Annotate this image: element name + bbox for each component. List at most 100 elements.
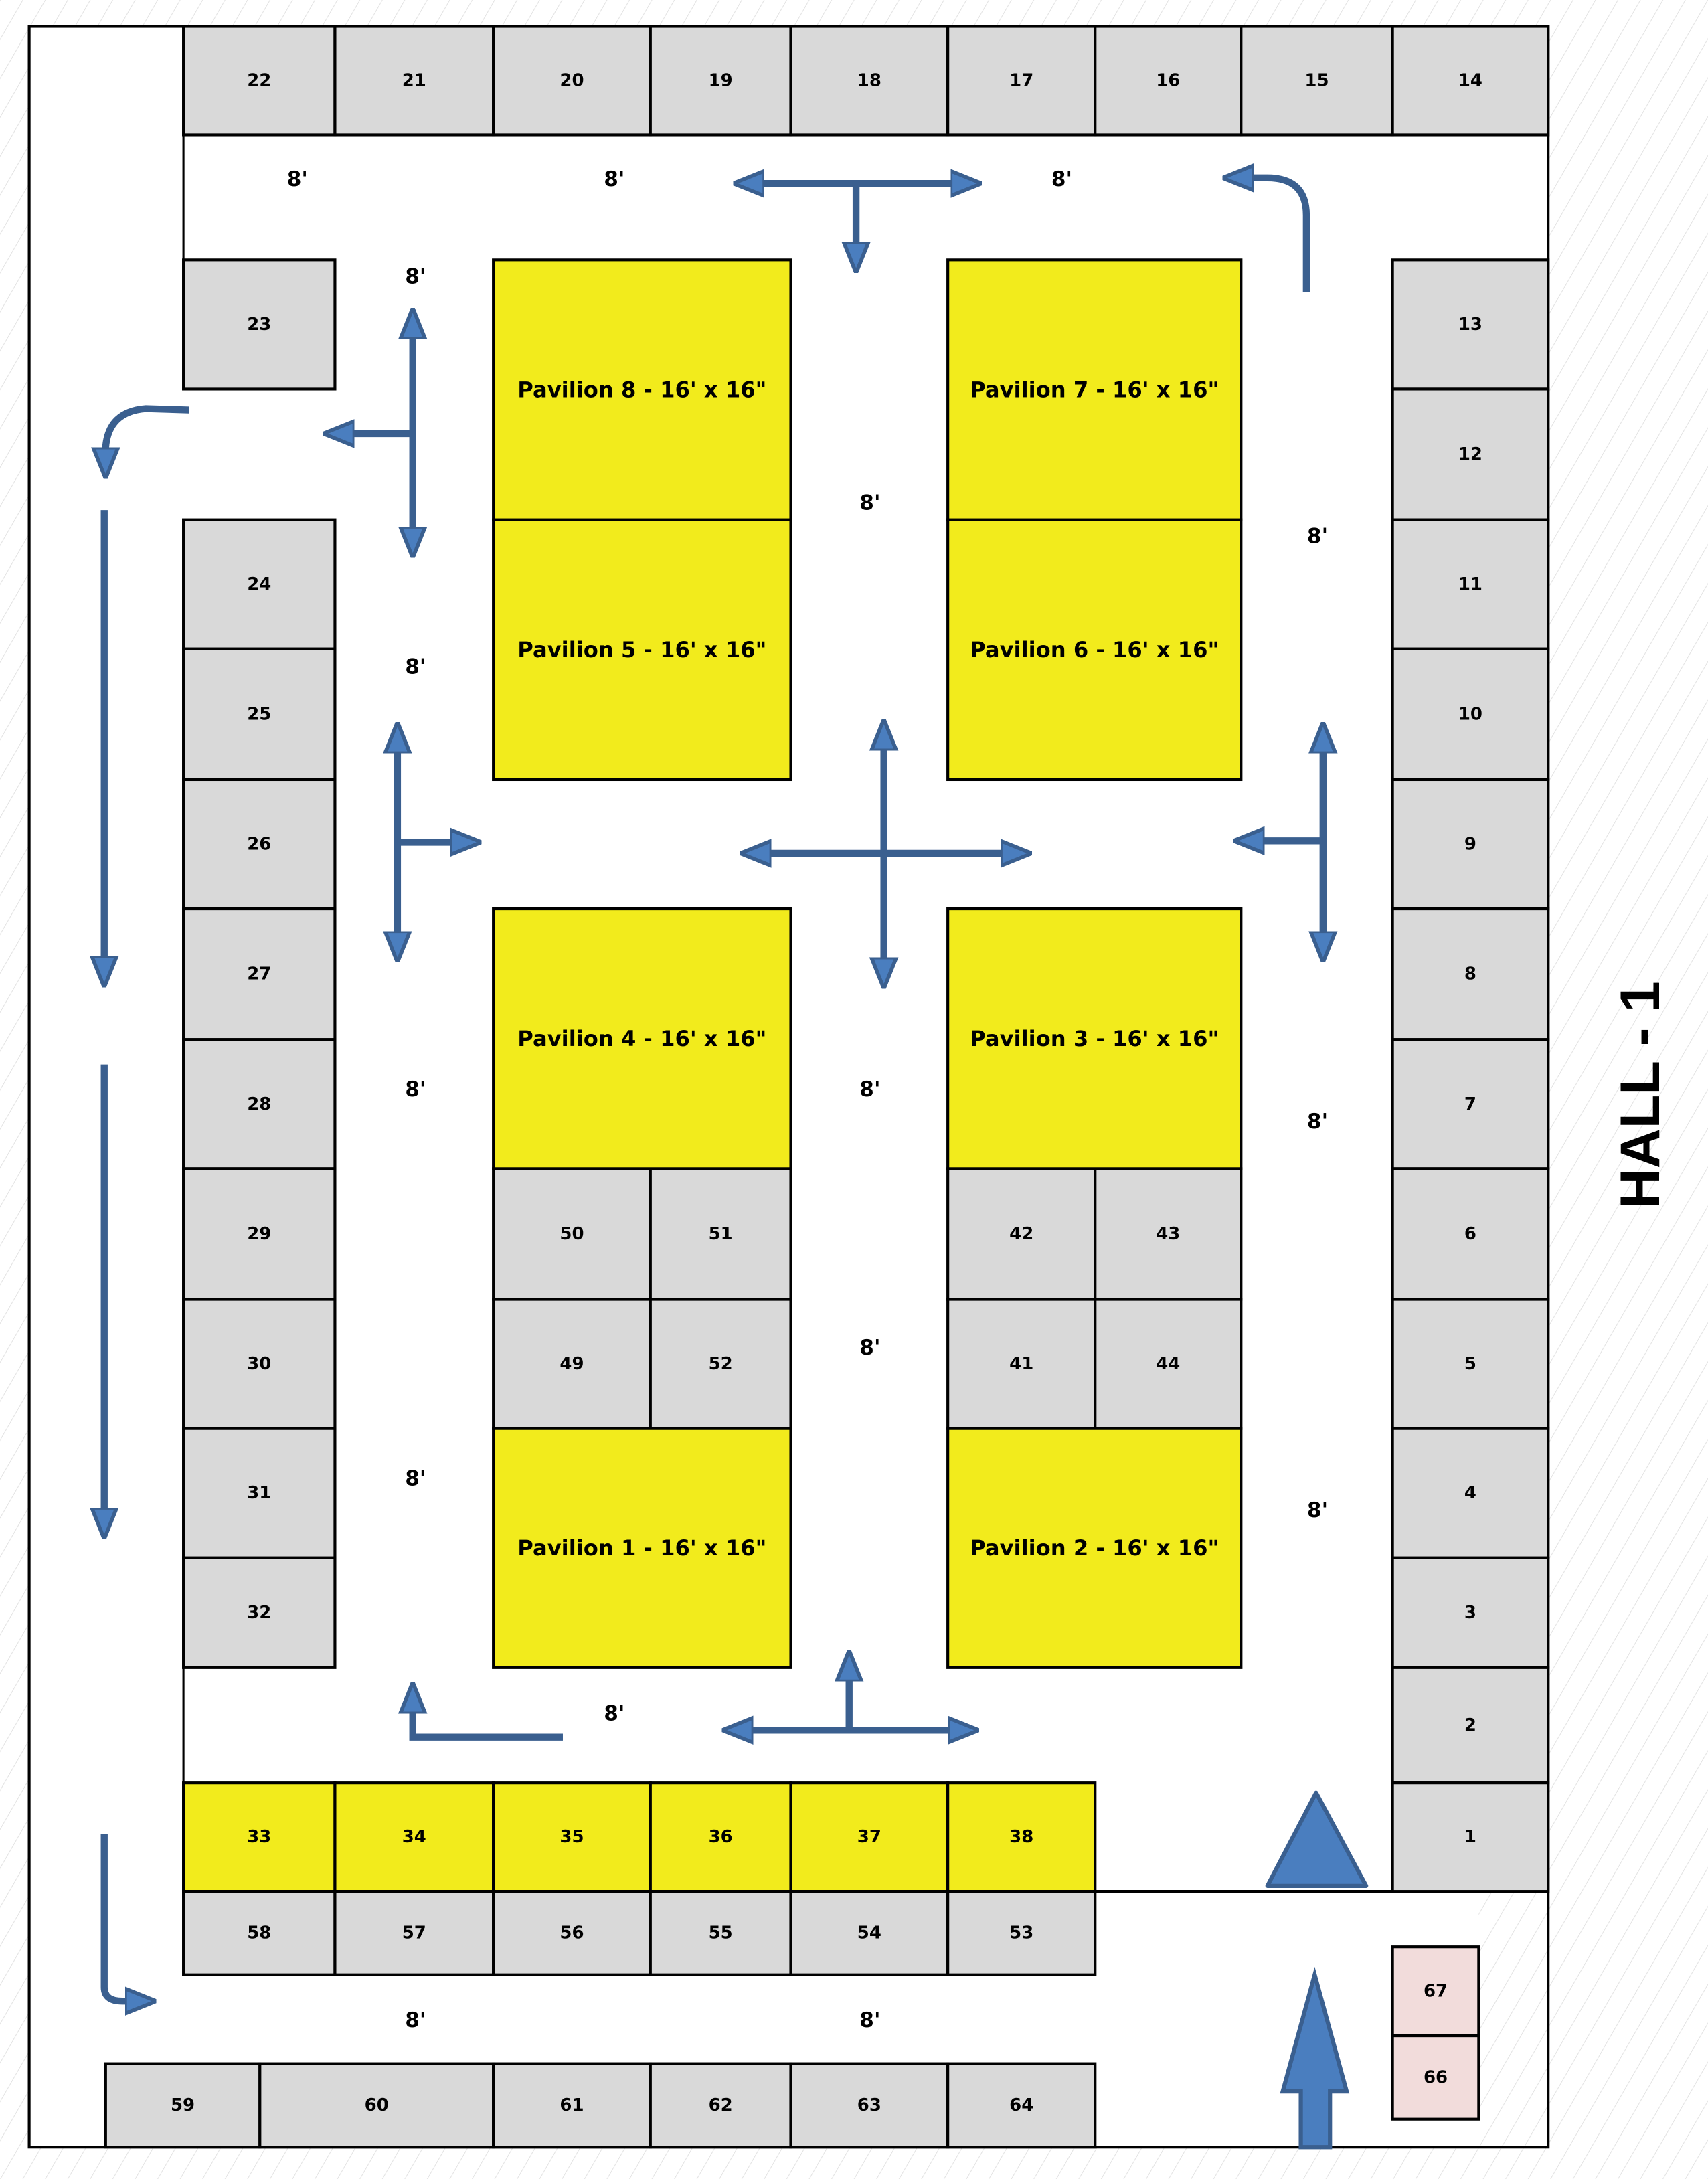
- booth-7[interactable]: 7: [1391, 1038, 1550, 1170]
- booth-shape[interactable]: [946, 2062, 1097, 2149]
- pavilion-shape[interactable]: [492, 518, 792, 782]
- booth-shape[interactable]: [789, 1890, 950, 1976]
- booth-52[interactable]: 52: [649, 1298, 792, 1430]
- booth-shape[interactable]: [1391, 387, 1550, 521]
- booth-shape[interactable]: [1391, 1945, 1480, 2038]
- booth-50[interactable]: 50: [492, 1167, 652, 1301]
- booth-37[interactable]: 37: [789, 1781, 950, 1893]
- pavilion-1[interactable]: Pavilion 1 - 16' x 16": [492, 1427, 792, 1669]
- booth-shape[interactable]: [1391, 907, 1550, 1041]
- booth-15[interactable]: 15: [1240, 25, 1394, 137]
- booth-shape[interactable]: [182, 907, 337, 1041]
- booth-24[interactable]: 24: [182, 518, 337, 650]
- booth-shape[interactable]: [1391, 518, 1550, 650]
- booth-59[interactable]: 59: [104, 2062, 262, 2149]
- booth-shape[interactable]: [182, 647, 337, 782]
- booth-shape[interactable]: [182, 1167, 337, 1301]
- booth-62[interactable]: 62: [649, 2062, 792, 2149]
- pavilion-6[interactable]: Pavilion 6 - 16' x 16": [946, 518, 1243, 782]
- booth-shape[interactable]: [946, 1298, 1097, 1430]
- pavilion-shape[interactable]: [946, 907, 1243, 1170]
- booth-shape[interactable]: [946, 1167, 1097, 1301]
- booth-64[interactable]: 64: [946, 2062, 1097, 2149]
- booth-shape[interactable]: [182, 1556, 337, 1669]
- booth-shape[interactable]: [182, 1781, 337, 1893]
- booth-shape[interactable]: [333, 1781, 495, 1893]
- booth-shape[interactable]: [789, 25, 950, 137]
- booth-28[interactable]: 28: [182, 1038, 337, 1170]
- booth-shape[interactable]: [1391, 1556, 1550, 1669]
- pavilion-8[interactable]: Pavilion 8 - 16' x 16": [492, 258, 792, 521]
- booth-shape[interactable]: [182, 778, 337, 911]
- booth-8[interactable]: 8: [1391, 907, 1550, 1041]
- booth-58[interactable]: 58: [182, 1890, 337, 1976]
- booth-20[interactable]: 20: [492, 25, 652, 137]
- booth-shape[interactable]: [1391, 1167, 1550, 1301]
- booth-31[interactable]: 31: [182, 1427, 337, 1559]
- booth-23[interactable]: 23: [182, 258, 337, 391]
- booth-shape[interactable]: [182, 1427, 337, 1559]
- booth-32[interactable]: 32: [182, 1556, 337, 1669]
- booth-34[interactable]: 34: [333, 1781, 495, 1893]
- booth-shape[interactable]: [333, 1890, 495, 1976]
- booth-42[interactable]: 42: [946, 1167, 1097, 1301]
- booth-shape[interactable]: [492, 1298, 652, 1430]
- booth-54[interactable]: 54: [789, 1890, 950, 1976]
- booth-14[interactable]: 14: [1391, 25, 1550, 137]
- booth-51[interactable]: 51: [649, 1167, 792, 1301]
- booth-3[interactable]: 3: [1391, 1556, 1550, 1669]
- booth-53[interactable]: 53: [946, 1890, 1097, 1976]
- booth-shape[interactable]: [1391, 1427, 1550, 1559]
- booth-shape[interactable]: [1391, 2034, 1480, 2121]
- pavilion-3[interactable]: Pavilion 3 - 16' x 16": [946, 907, 1243, 1170]
- booth-63[interactable]: 63: [789, 2062, 950, 2149]
- booth-33[interactable]: 33: [182, 1781, 337, 1893]
- booth-shape[interactable]: [182, 1298, 337, 1430]
- booth-shape[interactable]: [1391, 25, 1550, 137]
- pavilion-shape[interactable]: [946, 1427, 1243, 1669]
- booth-29[interactable]: 29: [182, 1167, 337, 1301]
- pavilion-shape[interactable]: [492, 258, 792, 521]
- booth-60[interactable]: 60: [258, 2062, 495, 2149]
- booth-36[interactable]: 36: [649, 1781, 792, 1893]
- booth-shape[interactable]: [946, 1781, 1097, 1893]
- booth-56[interactable]: 56: [492, 1890, 652, 1976]
- booth-25[interactable]: 25: [182, 647, 337, 782]
- booth-55[interactable]: 55: [649, 1890, 792, 1976]
- booth-11[interactable]: 11: [1391, 518, 1550, 650]
- booth-shape[interactable]: [1240, 25, 1394, 137]
- booth-35[interactable]: 35: [492, 1781, 652, 1893]
- booth-1[interactable]: 1: [1391, 1781, 1550, 1893]
- booth-57[interactable]: 57: [333, 1890, 495, 1976]
- booth-6[interactable]: 6: [1391, 1167, 1550, 1301]
- pavilion-shape[interactable]: [492, 1427, 792, 1669]
- booth-shape[interactable]: [1391, 778, 1550, 911]
- booth-shape[interactable]: [182, 518, 337, 650]
- booth-44[interactable]: 44: [1094, 1298, 1243, 1430]
- booth-2[interactable]: 2: [1391, 1666, 1550, 1785]
- booth-shape[interactable]: [1094, 25, 1243, 137]
- booth-shape[interactable]: [1094, 1298, 1243, 1430]
- booth-18[interactable]: 18: [789, 25, 950, 137]
- booth-16[interactable]: 16: [1094, 25, 1243, 137]
- booth-61[interactable]: 61: [492, 2062, 652, 2149]
- booth-43[interactable]: 43: [1094, 1167, 1243, 1301]
- booth-shape[interactable]: [492, 25, 652, 137]
- booth-67[interactable]: 67: [1391, 1945, 1480, 2038]
- pavilion-shape[interactable]: [946, 518, 1243, 782]
- booth-5[interactable]: 5: [1391, 1298, 1550, 1430]
- booth-27[interactable]: 27: [182, 907, 337, 1041]
- booth-21[interactable]: 21: [333, 25, 495, 137]
- booth-shape[interactable]: [1391, 1666, 1550, 1785]
- booth-66[interactable]: 66: [1391, 2034, 1480, 2121]
- booth-shape[interactable]: [649, 1890, 792, 1976]
- booth-shape[interactable]: [1094, 1167, 1243, 1301]
- booth-shape[interactable]: [649, 1781, 792, 1893]
- booth-shape[interactable]: [649, 25, 792, 137]
- booth-9[interactable]: 9: [1391, 778, 1550, 911]
- booth-shape[interactable]: [946, 1890, 1097, 1976]
- booth-shape[interactable]: [182, 1038, 337, 1170]
- pavilion-4[interactable]: Pavilion 4 - 16' x 16": [492, 907, 792, 1170]
- booth-shape[interactable]: [182, 258, 337, 391]
- booth-shape[interactable]: [258, 2062, 495, 2149]
